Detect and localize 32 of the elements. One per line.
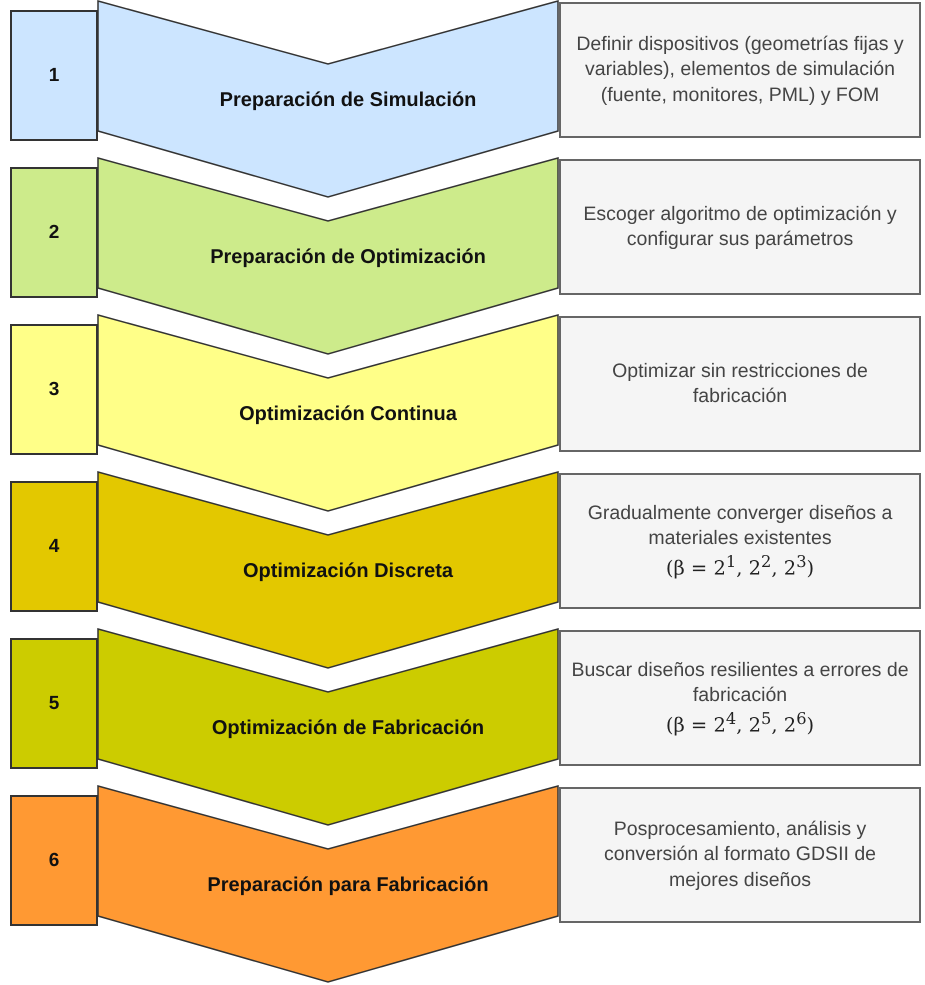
step-number: 4 — [48, 536, 60, 558]
step-number-panel — [10, 167, 98, 298]
step-title: Optimización de Fabricación — [210, 717, 486, 740]
step-description: Gradualmente converger diseños a materiales existentes — [586, 500, 894, 552]
description-panel — [559, 316, 921, 452]
step-description: Definir dispositivos (geometrías fijas y variables), elementos de simulación (fuente, monitores, PML) y FOM — [575, 32, 905, 108]
description-panel — [559, 2, 921, 138]
step-description: Escoger algoritmo de optimización y configurar sus parámetros — [582, 202, 898, 252]
step-title: Optimización Continua — [238, 403, 458, 426]
step-title: Preparación para Fabricación — [206, 874, 490, 897]
step-description: Buscar diseños resilientes a errores de fabricación — [570, 658, 910, 708]
description-panel — [559, 787, 921, 923]
beta-formula: (β = 2$^{1}$, 2$^{2}$, 2$^{3}$) — [666, 551, 814, 582]
step-number: 1 — [48, 64, 60, 86]
step-number-panel — [10, 638, 98, 769]
beta-formula: (β = 2$^{4}$, 2$^{5}$, 2$^{6}$) — [666, 708, 814, 738]
step-number: 5 — [48, 692, 60, 714]
step-number-panel — [10, 324, 98, 455]
step-description: Posprocesamiento, análisis y conversión al formato GDSII de mejores diseños — [602, 816, 878, 893]
step-number: 3 — [48, 378, 60, 400]
step-number-panel — [10, 481, 98, 612]
description-panel — [559, 630, 921, 766]
description-panel — [559, 473, 921, 609]
step-number-panel — [10, 10, 98, 141]
step-title: Optimización Discreta — [242, 560, 454, 583]
step-number: 2 — [48, 222, 60, 244]
step-description: Optimizar sin restricciones de fabricación — [611, 358, 869, 409]
description-panel — [559, 159, 921, 295]
step-number-panel — [10, 795, 98, 926]
step-number: 6 — [48, 850, 60, 872]
step-title: Preparación de Simulación — [218, 89, 478, 112]
step-title: Preparación de Optimización — [209, 246, 487, 269]
